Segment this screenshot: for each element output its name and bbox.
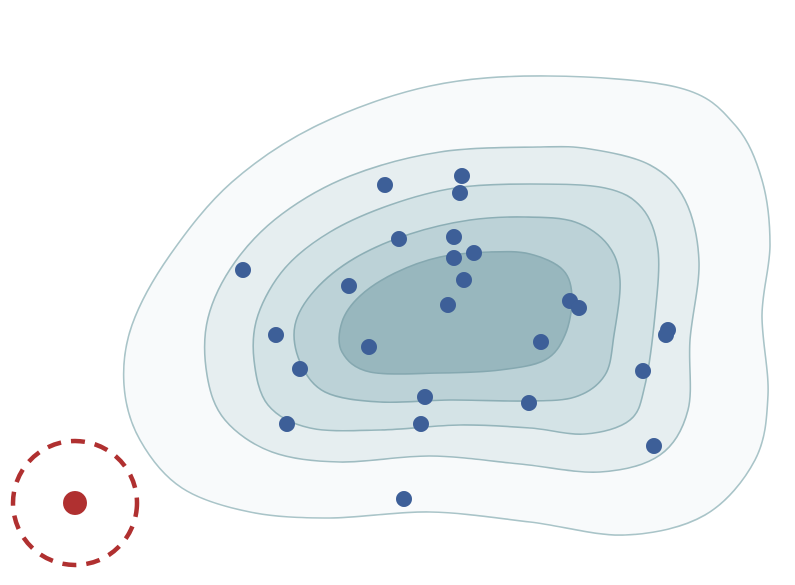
data-point xyxy=(658,327,674,343)
data-point xyxy=(413,416,429,432)
data-point xyxy=(571,300,587,316)
reference-marker-dot xyxy=(63,491,87,515)
data-point xyxy=(377,177,393,193)
data-point xyxy=(396,491,412,507)
data-point xyxy=(452,185,468,201)
reference-marker xyxy=(10,438,140,568)
data-point xyxy=(454,168,470,184)
data-point xyxy=(268,327,284,343)
data-point xyxy=(466,245,482,261)
data-point xyxy=(417,389,433,405)
data-point xyxy=(635,363,651,379)
data-point xyxy=(279,416,295,432)
data-point xyxy=(646,438,662,454)
data-point xyxy=(446,250,462,266)
data-point xyxy=(533,334,549,350)
data-point xyxy=(456,272,472,288)
data-point xyxy=(446,229,462,245)
contour-level-5 xyxy=(338,250,573,375)
data-point xyxy=(235,262,251,278)
reference-marker-ring xyxy=(10,438,140,568)
data-point xyxy=(361,339,377,355)
data-point xyxy=(292,361,308,377)
data-point xyxy=(521,395,537,411)
data-point xyxy=(391,231,407,247)
data-point xyxy=(341,278,357,294)
scatter-point-layer xyxy=(235,168,676,507)
data-point xyxy=(440,297,456,313)
